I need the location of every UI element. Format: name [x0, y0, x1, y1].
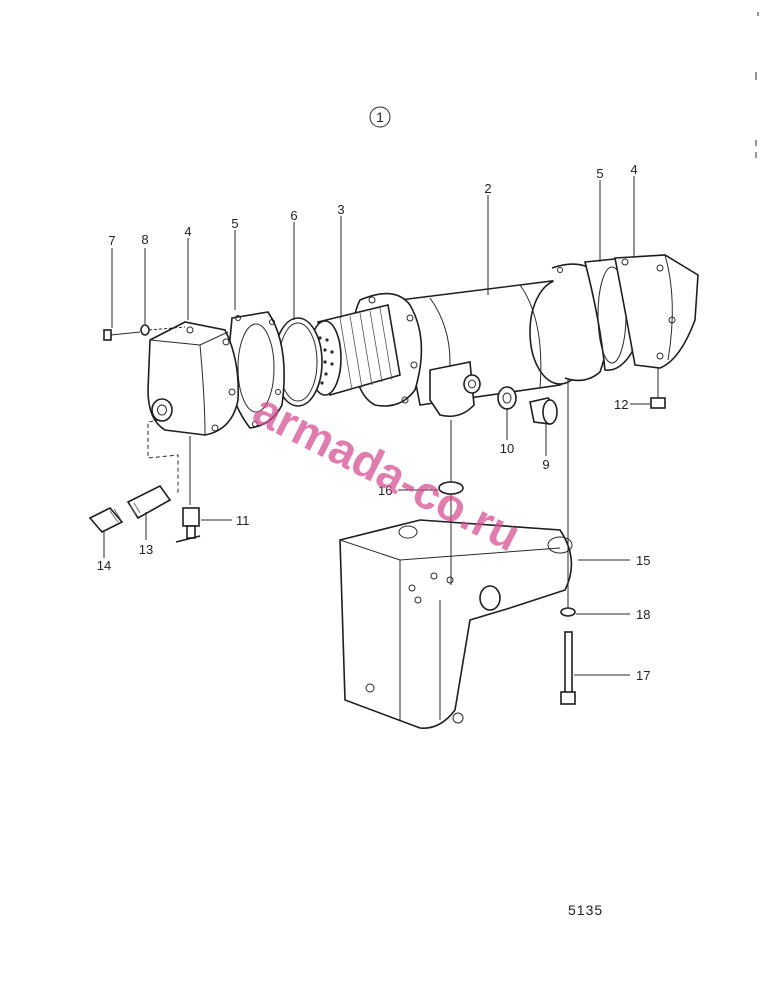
callout-12: 12: [614, 397, 628, 412]
washer-18: [560, 380, 576, 617]
callout-18: 18: [636, 607, 650, 622]
callout-7: 7: [108, 233, 115, 248]
leader-lines: [103, 176, 650, 676]
cap-14: [88, 507, 124, 533]
callout-6: 6: [290, 208, 297, 223]
sheet-number: 5135: [568, 902, 603, 918]
end-cover-left: [147, 321, 240, 436]
callout-16: 16: [378, 483, 392, 498]
bolt-7: [103, 329, 141, 341]
callout-2: 2: [484, 181, 491, 196]
drain-cock-11: [175, 436, 201, 543]
figure-marker: 1: [369, 106, 391, 128]
callout-8: 8: [141, 232, 148, 247]
callout-13: 13: [139, 542, 153, 557]
callout-17: 17: [636, 668, 650, 683]
nipple-13: [126, 484, 172, 520]
callout-11: 11: [236, 513, 250, 528]
callout-15: 15: [636, 553, 650, 568]
end-cover-right: [614, 254, 699, 369]
callout-9: 9: [542, 457, 549, 472]
connection-line: [147, 419, 179, 495]
callout-5-left: 5: [231, 216, 238, 231]
o-ring-16: [438, 420, 464, 585]
washer-8: [140, 324, 186, 336]
callout-4-right: 4: [630, 162, 637, 177]
mounting-bracket: [339, 519, 573, 729]
edge-marks: [755, 12, 759, 158]
bolt-12: [650, 368, 666, 409]
callout-5-right: 5: [596, 166, 603, 181]
callout-10: 10: [500, 441, 514, 456]
plug-9: [529, 397, 558, 425]
callout-labels: 2 3 6 5 4 8 7 5 4 10 9 12 16 11 13 14 15…: [97, 162, 651, 683]
heat-exchanger-tube: [399, 279, 591, 418]
callout-14: 14: [97, 558, 111, 573]
tube-stack-core: [308, 304, 401, 397]
svg-text:1: 1: [376, 109, 384, 125]
bolt-17: [560, 631, 576, 705]
callout-4-left: 4: [184, 224, 191, 239]
callout-3: 3: [337, 202, 344, 217]
washer-10: [497, 386, 517, 410]
